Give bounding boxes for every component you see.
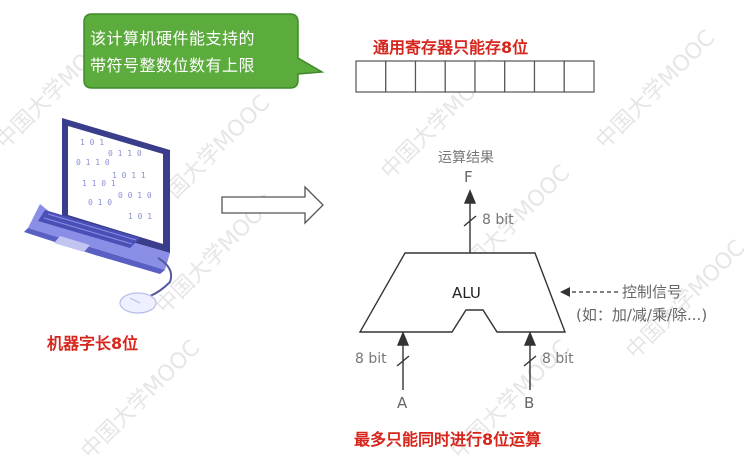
alu-label: ALU xyxy=(452,284,481,302)
bubble-text: 该计算机硬件能支持的 带符号整数位数有上限 xyxy=(90,25,290,79)
svg-text:0 1 0: 0 1 0 xyxy=(88,198,112,207)
keyboard-keys xyxy=(43,213,137,245)
register-cell xyxy=(444,60,476,93)
register-cell xyxy=(474,60,506,93)
register-title: 通用寄存器只能存8位 xyxy=(373,38,529,57)
input-arrow-b xyxy=(523,331,537,390)
register-cell xyxy=(355,60,387,93)
svg-text:1 1 0 1: 1 1 0 1 xyxy=(82,179,116,188)
input-a-label: A xyxy=(397,394,408,412)
input-b-label: B xyxy=(524,394,535,412)
register-cell xyxy=(533,60,565,93)
register-cell xyxy=(563,60,595,93)
control-signal-arrow xyxy=(560,287,618,297)
binary-digits: 1 0 1 0 1 1 0 0 1 1 0 1 0 1 1 1 1 0 1 0 … xyxy=(76,138,152,221)
control-signal-title: 控制信号 xyxy=(622,283,683,301)
input-b-width-label: 8 bit xyxy=(542,351,574,367)
svg-text:1 0 1 1: 1 0 1 1 xyxy=(112,171,146,180)
alu-caption: 最多只能同时进行8位运算 xyxy=(354,430,542,449)
register-cell xyxy=(504,60,536,93)
watermark-text: 中国大学MOOC xyxy=(77,336,206,465)
laptop-illustration: 1 0 1 0 1 1 0 0 1 1 0 1 0 1 1 1 1 0 1 0 … xyxy=(24,118,173,314)
speech-bubble xyxy=(83,13,325,89)
alu-block xyxy=(358,252,567,333)
bubble-line-1: 该计算机硬件能支持的 xyxy=(90,29,256,48)
register-cell xyxy=(385,60,417,93)
svg-text:0 1 1 0: 0 1 1 0 xyxy=(76,158,110,167)
output-width-label: 8 bit xyxy=(482,212,514,228)
watermark-text: 中国大学MOOC xyxy=(592,26,721,155)
bubble-line-2: 带符号整数位数有上限 xyxy=(90,56,256,75)
input-arrow-a xyxy=(396,331,410,390)
svg-text:1 0 1: 1 0 1 xyxy=(80,138,104,147)
svg-text:0 0 1 0: 0 0 1 0 xyxy=(118,191,152,200)
input-a-width-label: 8 bit xyxy=(355,351,387,367)
output-port-label: F xyxy=(464,168,473,186)
laptop-caption: 机器字长8位 xyxy=(47,334,139,353)
register-cells xyxy=(355,60,595,93)
output-arrow xyxy=(463,189,477,253)
svg-text:0 1 1 0: 0 1 1 0 xyxy=(108,149,142,158)
svg-text:1 0 1: 1 0 1 xyxy=(128,212,152,221)
control-signal-detail: (如：加/减/乘/除...) xyxy=(576,306,708,324)
transition-arrow xyxy=(221,185,324,225)
mouse-icon xyxy=(119,292,157,314)
output-title: 运算结果 xyxy=(438,150,494,166)
register-cell xyxy=(414,60,446,93)
